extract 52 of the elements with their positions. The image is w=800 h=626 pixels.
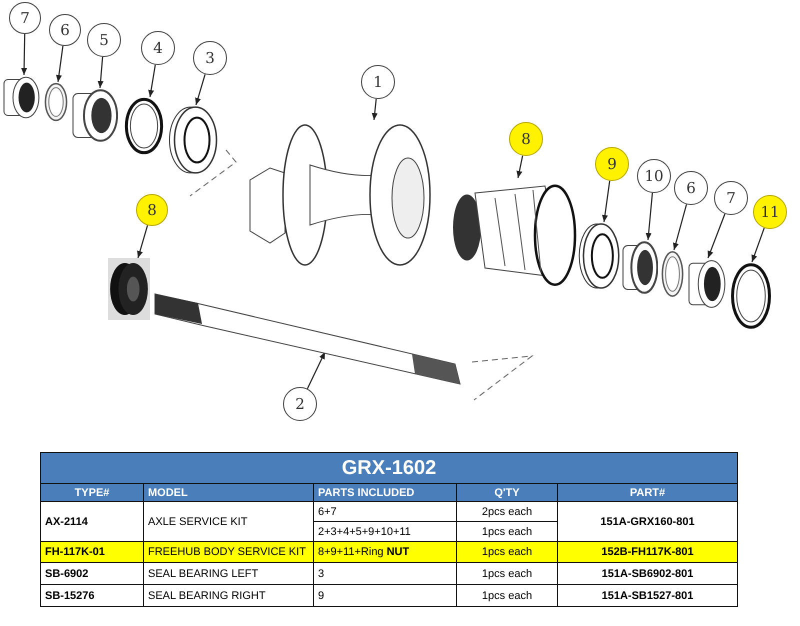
leader-line [646, 192, 653, 240]
leader-line [98, 56, 104, 88]
leader-line [137, 225, 148, 258]
leader-line [602, 180, 610, 222]
column-header: TYPE# [40, 483, 144, 502]
table-cell: 151A-SB1527-801 [557, 584, 738, 607]
column-header: PART# [557, 483, 738, 502]
callout-number: 11 [753, 195, 787, 229]
callout-number: 5 [87, 23, 121, 57]
callout-number: 6 [49, 14, 81, 46]
leader-line [751, 228, 765, 262]
callout-number: 8 [136, 194, 168, 226]
o-ring-drawing [124, 97, 164, 155]
lock-nut-drawing [72, 88, 118, 143]
leader-line [56, 46, 64, 82]
callout-number: 2 [283, 387, 317, 421]
leader-line [707, 214, 726, 258]
leader-line [516, 156, 524, 178]
leader-line [672, 204, 688, 250]
table-cell: FREEHUB BODY SERVICE KIT [143, 541, 314, 563]
end-cap-drawing [3, 75, 40, 120]
seal-ring-drawing [730, 262, 772, 330]
callout-number: 7 [9, 2, 41, 34]
table-cell: 152B-FH117K-801 [557, 541, 738, 563]
column-header: PARTS INCLUDED [313, 483, 457, 502]
callout-number: 7 [714, 181, 748, 215]
washer-drawing [44, 82, 68, 122]
callout-number: 1 [361, 65, 395, 99]
column-header: Q'TY [456, 483, 558, 502]
table-cell: FH-117K-01 [40, 541, 144, 563]
leader-line [148, 64, 156, 98]
table-cell: SB-15276 [40, 584, 144, 607]
bearing-drawing [168, 105, 218, 175]
leader-line [372, 98, 378, 120]
callout-number: 10 [637, 159, 671, 193]
leader-line [195, 74, 206, 106]
callout-number: 3 [193, 41, 227, 75]
table-cell: 8+9+11+Ring NUT [313, 541, 457, 563]
column-header: MODEL [143, 483, 314, 502]
seal-drawing [108, 258, 150, 320]
callout-number: 9 [595, 147, 629, 181]
leader-line [306, 352, 326, 389]
leader-line [21, 34, 28, 76]
lock-nut-drawing [622, 240, 658, 295]
callout-number: 8 [509, 122, 543, 156]
washer-drawing [661, 250, 684, 298]
end-cap-drawing [688, 258, 726, 310]
callout-number: 6 [674, 171, 708, 205]
table-title: GRX-1602 [40, 452, 738, 484]
table-cell: 1pcs each [456, 541, 558, 563]
callout-number: 4 [141, 31, 175, 65]
bearing-drawing [578, 222, 620, 290]
